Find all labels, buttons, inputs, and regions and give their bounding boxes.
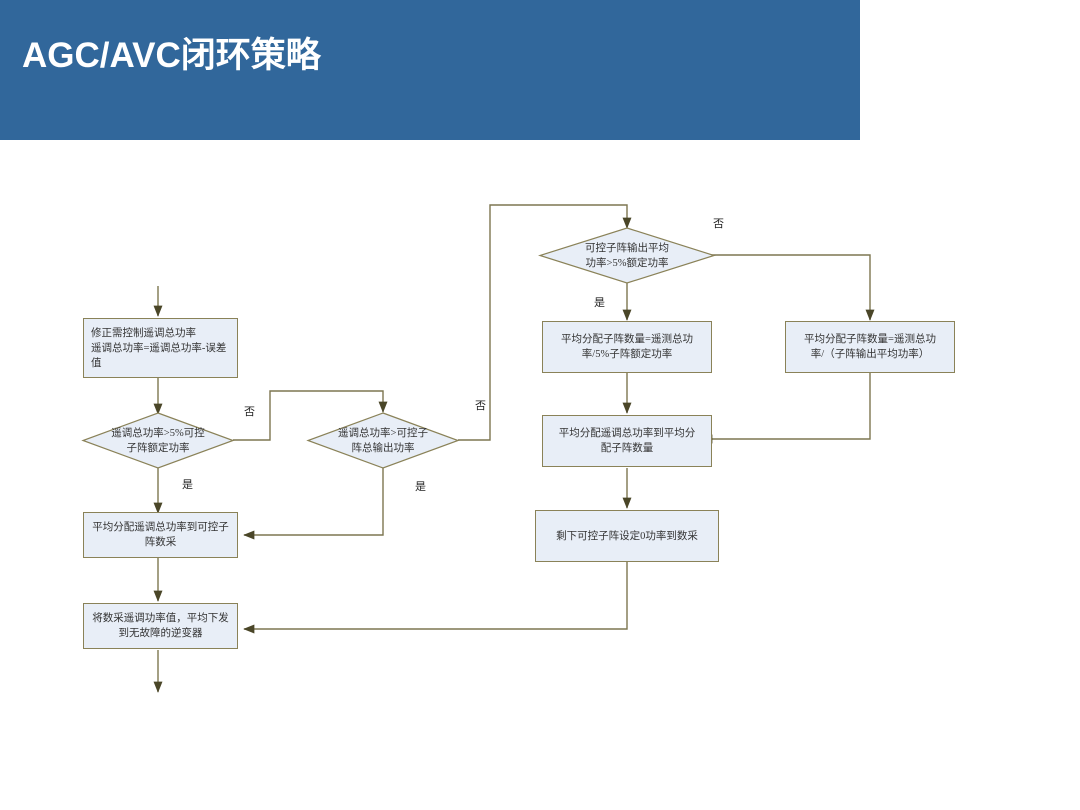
edge-d2-no bbox=[458, 204, 632, 441]
edge-label-yes-3: 是 bbox=[594, 297, 605, 309]
diamond-shape bbox=[81, 412, 235, 469]
page-title: AGC/AVC闭环策略 bbox=[22, 36, 321, 75]
node-distribute-power-to-dcu[interactable]: 平均分配遥调总功率到可控子 阵数采 bbox=[83, 512, 238, 558]
node-text-line: 平均分配遥调总功率到平均分 bbox=[558, 428, 696, 439]
node-count-by-avg-output[interactable]: 平均分配子阵数量=遥测总功 率/（子阵输出平均功率） bbox=[785, 321, 955, 373]
diamond-shape bbox=[538, 227, 716, 284]
node-text-line: 值 bbox=[91, 357, 102, 369]
node-count-by-5pct-rated-text: 平均分配子阵数量=遥测总功 率/5%子阵额定功率 bbox=[543, 332, 711, 362]
edge-d1-no bbox=[233, 390, 388, 441]
node-distribute-power-to-count-text: 平均分配遥调总功率到平均分 配子阵数量 bbox=[543, 426, 711, 456]
edge-label-no-2: 否 bbox=[475, 400, 486, 412]
node-text-line: 率/（子阵输出平均功率） bbox=[810, 349, 930, 360]
node-text-line: 遥调总功率=遥调总功率-误差 bbox=[91, 342, 227, 354]
node-text-line: 率/5%子阵额定功率 bbox=[581, 349, 673, 360]
node-dispatch-to-inverter-text: 将数采遥调功率值，平均下发 到无故障的逆变器 bbox=[84, 611, 237, 641]
edge-d3-no bbox=[700, 254, 875, 321]
node-decision-total-gt-5pct-rated[interactable]: 遥调总功率>5%可控 子阵额定功率 bbox=[81, 412, 235, 469]
node-text-line: 阵数采 bbox=[144, 537, 177, 548]
edge-label-no-1: 否 bbox=[244, 406, 255, 418]
node-text-line: 平均分配遥调总功率到可控子 bbox=[92, 522, 229, 533]
node-correct-total-power[interactable]: 修正需控制遥调总功率 遥调总功率=遥调总功率-误差 值 bbox=[83, 318, 238, 378]
node-text-line: 修正需控制遥调总功率 bbox=[91, 327, 196, 339]
node-remaining-zero-power[interactable]: 剩下可控子阵设定0功率到数采 bbox=[535, 510, 719, 562]
edge-label-yes-1: 是 bbox=[182, 479, 193, 491]
node-text-line: 平均分配子阵数量=遥测总功 bbox=[561, 334, 693, 345]
node-decision-total-gt-output[interactable]: 遥调总功率>可控子 阵总输出功率 bbox=[306, 412, 460, 469]
node-text-line: 到无故障的逆变器 bbox=[118, 628, 203, 639]
node-count-by-avg-output-text: 平均分配子阵数量=遥测总功 率/（子阵输出平均功率） bbox=[786, 332, 954, 362]
node-decision-avg-output-gt-5pct[interactable]: 可控子阵输出平均 功率>5%额定功率 bbox=[538, 227, 716, 284]
node-remaining-zero-power-text: 剩下可控子阵设定0功率到数采 bbox=[536, 529, 718, 544]
node-text-line: 将数采遥调功率值，平均下发 bbox=[92, 613, 229, 624]
node-text-line: 剩下可控子阵设定0功率到数采 bbox=[556, 530, 698, 542]
node-distribute-power-to-count[interactable]: 平均分配遥调总功率到平均分 配子阵数量 bbox=[542, 415, 712, 467]
node-distribute-power-to-dcu-text: 平均分配遥调总功率到可控子 阵数采 bbox=[84, 520, 237, 550]
edge-countavg-to-distribute bbox=[701, 373, 871, 444]
node-text-line: 配子阵数量 bbox=[600, 443, 654, 454]
diamond-shape bbox=[306, 412, 460, 469]
node-count-by-5pct-rated[interactable]: 平均分配子阵数量=遥测总功 率/5%子阵额定功率 bbox=[542, 321, 712, 373]
node-dispatch-to-inverter[interactable]: 将数采遥调功率值，平均下发 到无故障的逆变器 bbox=[83, 603, 238, 649]
slide-header-bar bbox=[0, 0, 860, 140]
node-text-line: 平均分配子阵数量=遥测总功 bbox=[804, 334, 936, 345]
edge-label-no-3: 否 bbox=[713, 218, 724, 230]
edge-zero-to-dispatch bbox=[243, 562, 628, 634]
edge-d2-yes bbox=[243, 467, 384, 540]
node-correct-total-power-text: 修正需控制遥调总功率 遥调总功率=遥调总功率-误差 值 bbox=[84, 326, 237, 371]
edge-label-yes-2: 是 bbox=[415, 481, 426, 493]
